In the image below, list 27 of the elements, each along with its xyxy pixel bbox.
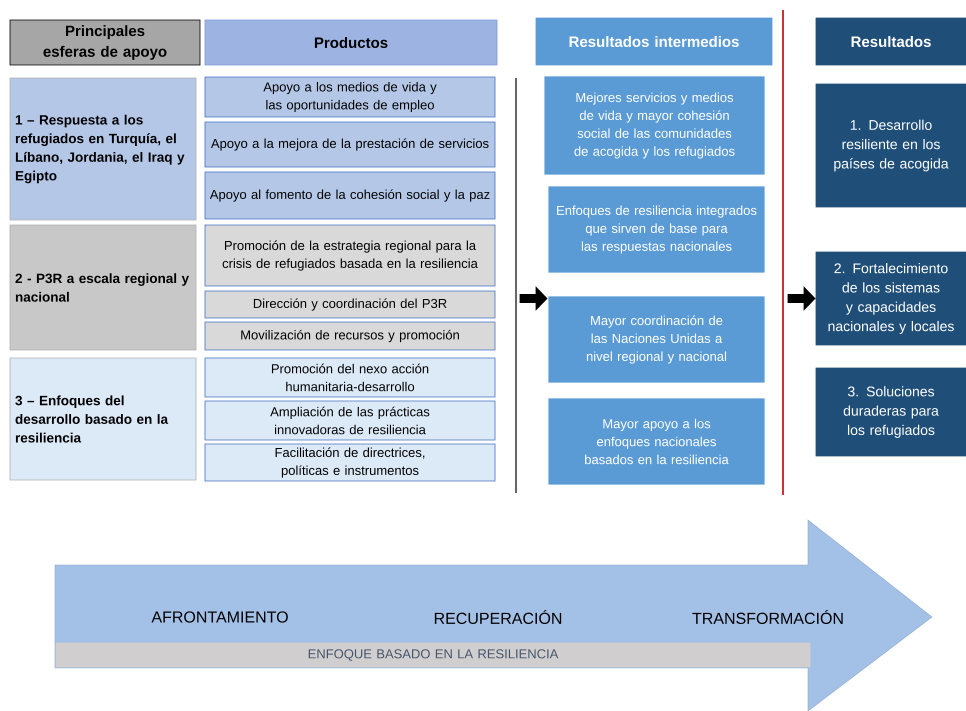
product-box: Movilización de recursos y promoción [204, 322, 496, 350]
area-box: 1 – Respuesta a los refugiados en Turquía, el Líbano, Jordania, el Iraq y Egipto [10, 78, 196, 220]
product-box: Dirección y coordinación del P3R [204, 290, 496, 318]
column-header: Principales esferas de apoyo [10, 20, 200, 66]
intermediate-result-box: Mayor apoyo a los enfoques nacionales basados en la resiliencia [548, 398, 766, 486]
result-box: 1. Desarrollo resiliente en los países de acogida [816, 84, 966, 208]
product-box: Promoción del nexo acción humanitaria-desarrollo [204, 358, 496, 398]
column-header: Productos [204, 20, 498, 66]
product-box: Apoyo a la mejora de la prestación de servicios [204, 122, 496, 168]
product-box: Apoyo al fomento de la cohesión social y la paz [204, 172, 496, 220]
column-header: Resultados [816, 18, 966, 66]
stage-label: RECUPERACIÓN [434, 610, 562, 624]
area-box: 3 – Enfoques del desarrollo basado en la resiliencia [10, 358, 196, 480]
column-header: Resultados intermedios [536, 18, 772, 66]
product-box: Facilitación de directrices, políticas e instrumentos [204, 444, 496, 482]
intermediate-result-box: Enfoques de resiliencia integrados que sirven de base para las respuestas nacionales [548, 186, 766, 274]
intermediate-result-box: Mejores servicios y medios de vida y mayor cohesión social de las comunidades de acogida y los refugiados [544, 76, 766, 176]
area-box: 2 - P3R a escala regional y nacional [10, 224, 196, 350]
product-box: Apoyo a los medios de vida y las oportunidades de empleo [204, 76, 496, 118]
product-box: Promoción de la estrategia regional para la crisis de refugiados basada en la resiliencia [204, 224, 496, 286]
result-box: 2. Fortalecimiento de los sistemas y capacidades nacionales y locales [816, 252, 966, 346]
stage-label: AFRONTAMIENTO [151, 611, 288, 623]
stage-label: TRANSFORMACIÓN [692, 610, 843, 624]
result-box: 3. Soluciones duraderas para los refugiados [816, 368, 966, 456]
product-box: Ampliación de las prácticas innovadoras de resiliencia [204, 400, 496, 440]
intermediate-result-box: Mayor coordinación de las Naciones Unidas a nivel regional y nacional [548, 296, 766, 384]
approach-bar: ENFOQUE BASADO EN LA RESILIENCIA [56, 642, 810, 668]
